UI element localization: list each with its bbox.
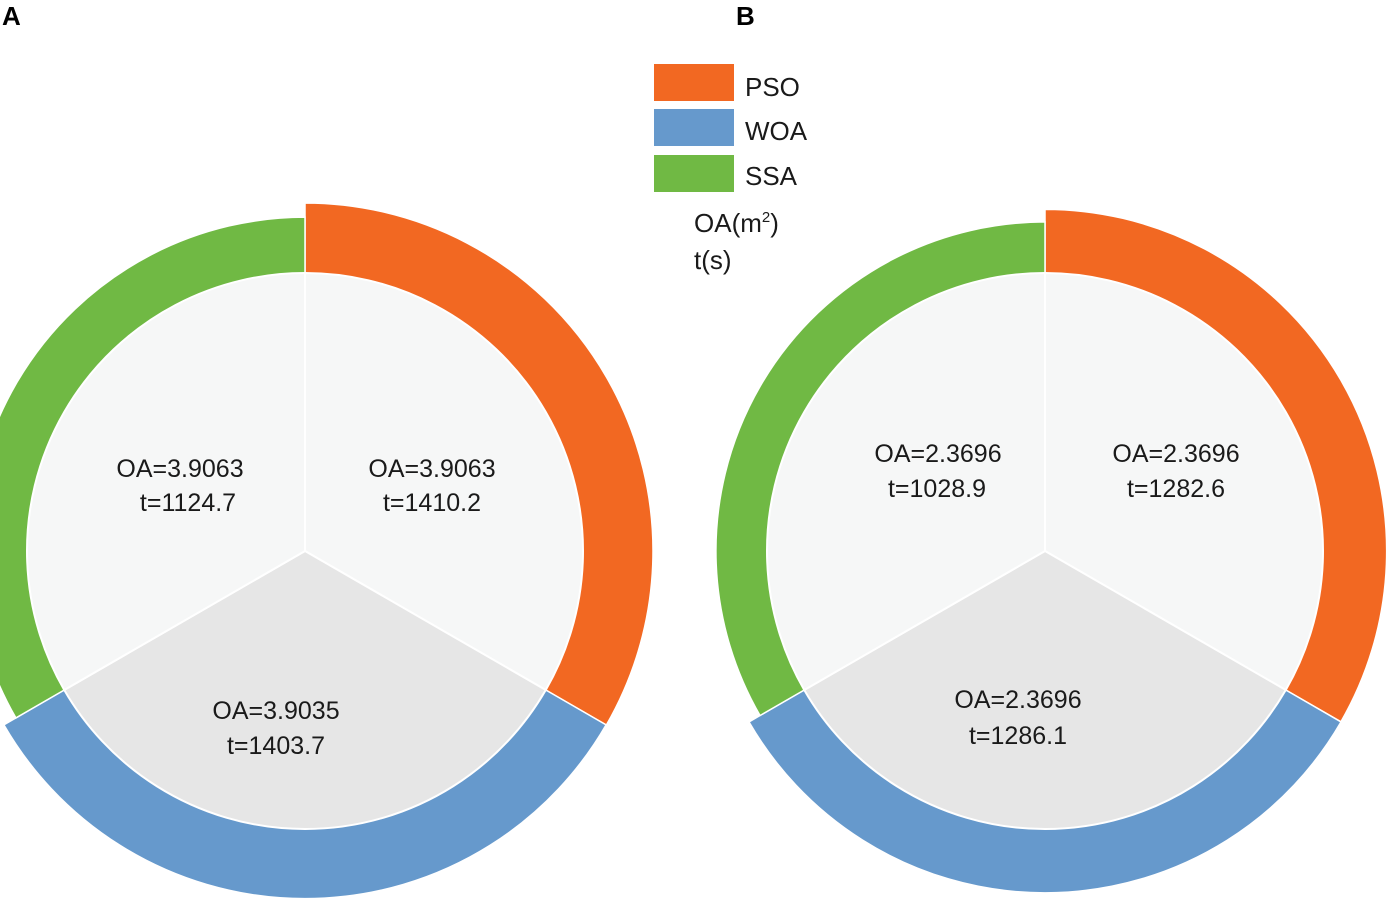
- pie-slice-woa: [62, 549, 548, 830]
- legend-swatch-ssa: [654, 155, 734, 192]
- slice-layer-b: [766, 271, 1324, 831]
- pie-slice-pso: [304, 271, 584, 692]
- pie-chart-b: B OA=2.3696 t=1282.6 OA=2.3696 t=1286.1 …: [715, 1, 1388, 894]
- t-label: t=1410.2: [383, 489, 481, 517]
- oa-label: OA=3.9035: [212, 697, 339, 725]
- legend-note-oa-close: ): [770, 208, 779, 238]
- legend-item-pso: PSO: [654, 64, 800, 102]
- pie-slice-ssa: [26, 271, 306, 692]
- t-label: t=1028.9: [888, 475, 986, 503]
- slice-label-woa-a: OA=3.9035 t=1403.7: [212, 697, 339, 760]
- legend-label-woa: WOA: [745, 116, 808, 146]
- oa-label: OA=3.9063: [368, 455, 495, 483]
- panel-label-a: A: [2, 1, 21, 31]
- panel-label-b: B: [736, 1, 755, 31]
- legend-note-units-t: t(s): [694, 245, 732, 275]
- legend-note-units-oa: OA(m2): [694, 208, 779, 238]
- slice-label-ssa-a: OA=3.9063 t=1124.7: [116, 455, 243, 517]
- t-label: t=1403.7: [227, 732, 325, 760]
- legend: PSO WOA SSA OA(m2) t(s): [654, 64, 808, 275]
- t-label: t=1282.6: [1127, 475, 1225, 503]
- pie-slice-pso: [1044, 271, 1324, 692]
- oa-label: OA=2.3696: [874, 440, 1001, 468]
- legend-swatch-pso: [654, 64, 734, 101]
- legend-item-woa: WOA: [654, 109, 808, 146]
- slice-label-woa-b: OA=2.3696 t=1286.1: [954, 686, 1081, 750]
- label-layer-a: OA=3.9063 t=1410.2 OA=3.9035 t=1403.7 OA…: [116, 455, 495, 760]
- legend-label-ssa: SSA: [745, 161, 798, 191]
- slice-layer-a: [26, 271, 584, 830]
- oa-label: OA=2.3696: [954, 686, 1081, 714]
- label-layer-b: OA=2.3696 t=1282.6 OA=2.3696 t=1286.1 OA…: [874, 440, 1239, 750]
- t-label: t=1124.7: [140, 489, 236, 517]
- slice-label-pso-b: OA=2.3696 t=1282.6: [1112, 440, 1239, 503]
- legend-item-ssa: SSA: [654, 155, 798, 192]
- t-label: t=1286.1: [969, 722, 1067, 750]
- legend-swatch-woa: [654, 109, 734, 146]
- legend-label-pso: PSO: [745, 72, 800, 102]
- slice-label-pso-a: OA=3.9063 t=1410.2: [368, 455, 495, 517]
- pie-chart-a: A OA=3.9063 t=1410.2 OA=3.9035 t=1403.7 …: [0, 1, 654, 900]
- legend-note-oa-base: OA(m: [694, 208, 762, 238]
- legend-note-oa-sup: 2: [762, 209, 770, 226]
- slice-label-ssa-b: OA=2.3696 t=1028.9: [874, 440, 1001, 503]
- pie-slice-ssa: [766, 271, 1046, 692]
- oa-label: OA=3.9063: [116, 455, 243, 483]
- oa-label: OA=2.3696: [1112, 440, 1239, 468]
